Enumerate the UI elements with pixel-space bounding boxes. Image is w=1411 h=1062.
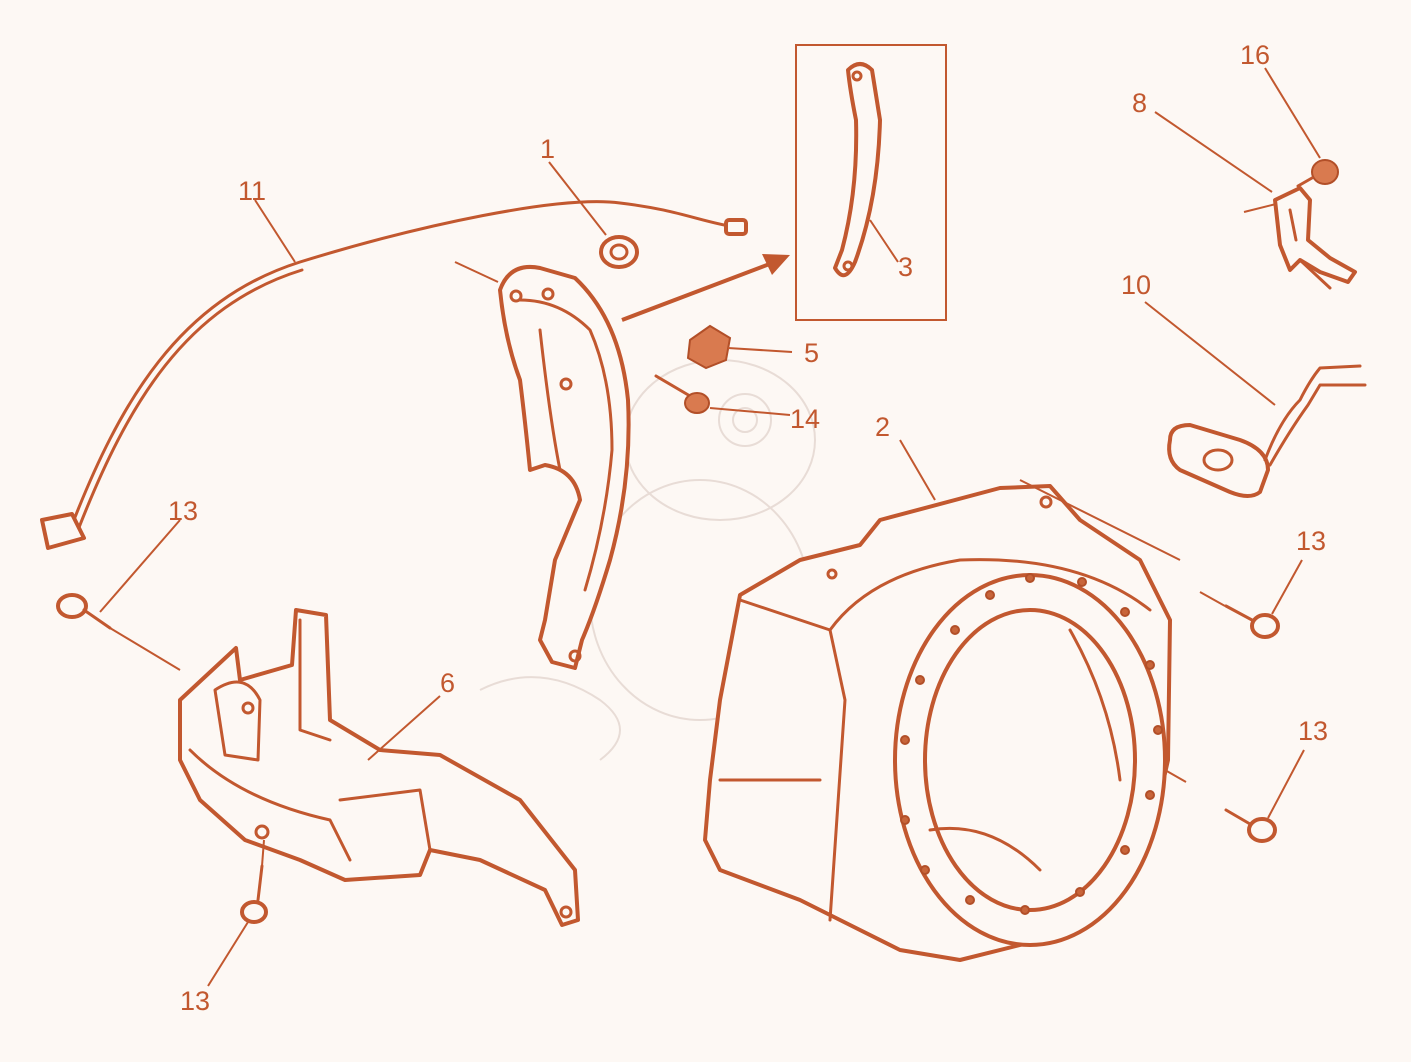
callout-13-upper-left: 13 — [168, 496, 198, 526]
callout-10: 10 — [1121, 270, 1151, 300]
part-3-inset — [795, 44, 947, 321]
callout-13-right-lower: 13 — [1298, 716, 1328, 746]
arrow-to-inset — [621, 254, 790, 322]
part-2-blower-housing — [703, 439, 1181, 962]
part-11-wire-harness — [40, 199, 748, 550]
part-10-sensor — [1144, 301, 1367, 498]
part-5-clip — [686, 324, 793, 370]
callout-14: 14 — [790, 404, 820, 434]
part-6-lower-shroud — [178, 608, 580, 927]
part-8-switch-bracket — [1154, 111, 1357, 290]
part-13-bolt-upper-left — [56, 519, 181, 671]
part-13-bolt-lower-left — [207, 839, 268, 987]
callout-6: 6 — [440, 668, 455, 698]
callout-5: 5 — [804, 338, 819, 368]
part-14-screw — [654, 374, 791, 416]
part-13-bolt-right-lower — [1164, 749, 1305, 843]
part-13-bolt-right-upper — [1199, 559, 1303, 639]
callout-3: 3 — [898, 252, 913, 282]
callout-8: 8 — [1132, 88, 1147, 118]
callout-16: 16 — [1240, 40, 1270, 70]
callout-13-right-upper: 13 — [1296, 526, 1326, 556]
callout-2: 2 — [875, 412, 890, 442]
part-1-nut — [548, 161, 639, 269]
part-16-screw — [1264, 67, 1339, 188]
callout-11: 11 — [238, 176, 266, 206]
callout-1: 1 — [540, 134, 555, 164]
callout-13-lower-left: 13 — [180, 986, 210, 1016]
main-bracket — [454, 261, 631, 670]
inset-frame — [795, 44, 947, 321]
housing-bolt-holes — [900, 573, 1163, 915]
